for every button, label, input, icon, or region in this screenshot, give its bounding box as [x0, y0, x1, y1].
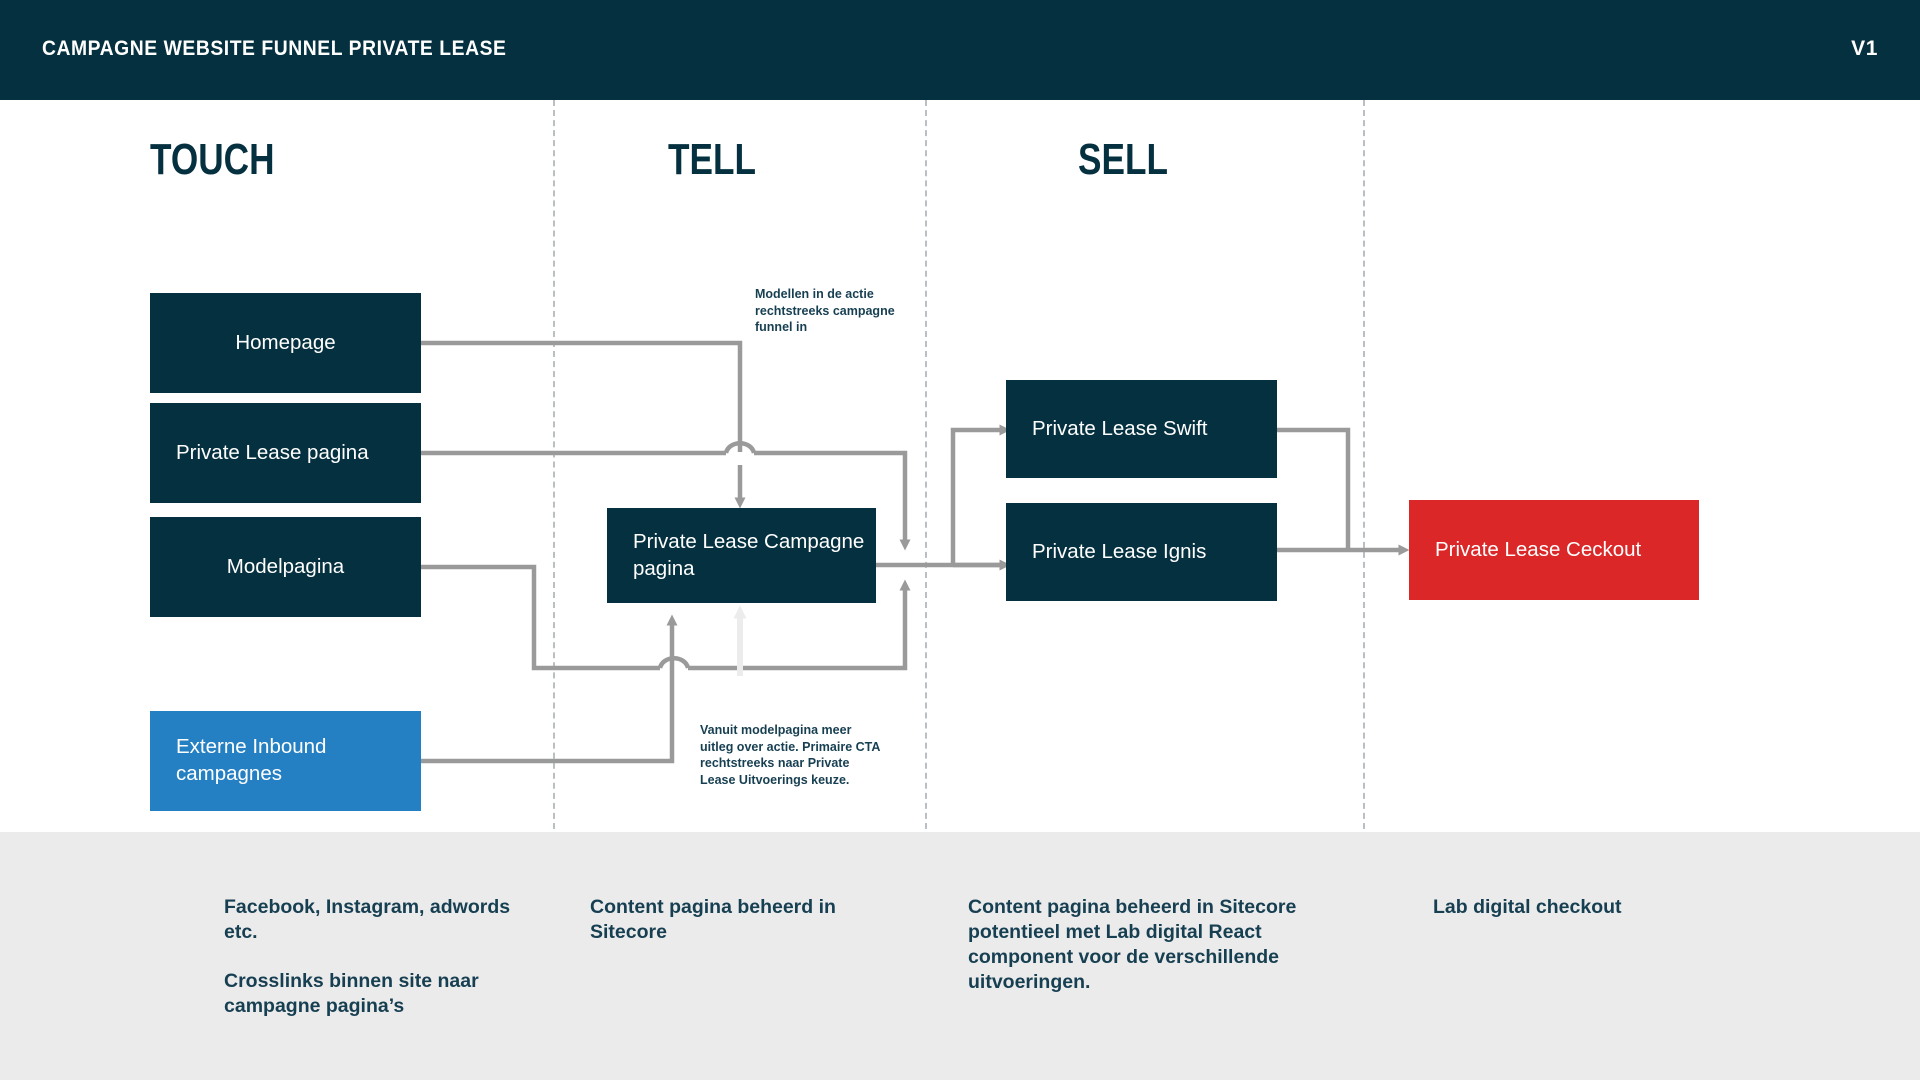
node-private-lease-ignis[interactable]: Private Lease Ignis	[1006, 503, 1277, 601]
node-homepage[interactable]: Homepage	[150, 293, 421, 393]
node-campagne-pagina[interactable]: Private Lease Campagne pagina	[607, 508, 876, 603]
node-modelpagina[interactable]: Modelpagina	[150, 517, 421, 617]
node-externe-inbound-campagnes-label: Externe Inbound campagnes	[176, 735, 327, 785]
footer-touch-note-1: Facebook, Instagram, adwords etc.	[224, 896, 511, 943]
node-private-lease-ignis-label: Private Lease Ignis	[1032, 539, 1207, 563]
footer-tell-note-1: Content pagina beheerd in Sitecore	[590, 896, 836, 943]
footer-notes-sell: Content pagina beheerd in Sitecore poten…	[968, 895, 1320, 1019]
annotation-top: Modellen in de actie rechtstreeks campag…	[755, 287, 895, 334]
stage-title-sell: SELL	[1078, 135, 1168, 184]
node-campagne-pagina-label: Private Lease Campagne pagina	[633, 529, 865, 580]
node-private-lease-checkout-label: Private Lease Ceckout	[1435, 537, 1642, 561]
footer-sell-note-1: Content pagina beheerd in Sitecore poten…	[968, 896, 1297, 993]
column-divider-sell-checkout	[1363, 100, 1365, 1080]
footer-notes-touch: Facebook, Instagram, adwords etc. Crossl…	[224, 895, 524, 1043]
node-private-lease-pagina[interactable]: Private Lease pagina	[150, 403, 421, 503]
version-badge: V1	[1851, 37, 1878, 60]
stage-title-tell: TELL	[668, 135, 756, 184]
footer-touch-note-2: Crosslinks binnen site naar campagne pag…	[224, 969, 479, 1017]
node-private-lease-checkout[interactable]: Private Lease Ceckout	[1409, 500, 1699, 600]
footer-notes-tell: Content pagina beheerd in Sitecore	[590, 895, 890, 969]
node-homepage-label: Homepage	[235, 330, 336, 354]
node-modelpagina-label: Modelpagina	[226, 554, 345, 578]
page-header: CAMPAGNE WEBSITE FUNNEL PRIVATE LEASE V1	[0, 0, 1920, 100]
node-private-lease-pagina-label: Private Lease pagina	[176, 440, 369, 464]
annotation-bottom: Vanuit modelpagina meer uitleg over acti…	[700, 723, 880, 787]
node-private-lease-swift[interactable]: Private Lease Swift	[1006, 380, 1277, 478]
node-externe-inbound-campagnes[interactable]: Externe Inbound campagnes	[150, 711, 421, 811]
footer-checkout-note-1: Lab digital checkout	[1433, 896, 1622, 918]
footer-notes-checkout: Lab digital checkout	[1433, 895, 1733, 944]
footer-band	[0, 832, 1920, 1080]
page-title: CAMPAGNE WEBSITE FUNNEL PRIVATE LEASE	[42, 37, 507, 60]
column-divider-tell-sell	[925, 100, 927, 1080]
node-private-lease-swift-label: Private Lease Swift	[1032, 416, 1208, 440]
stage-title-touch: TOUCH	[150, 135, 275, 184]
